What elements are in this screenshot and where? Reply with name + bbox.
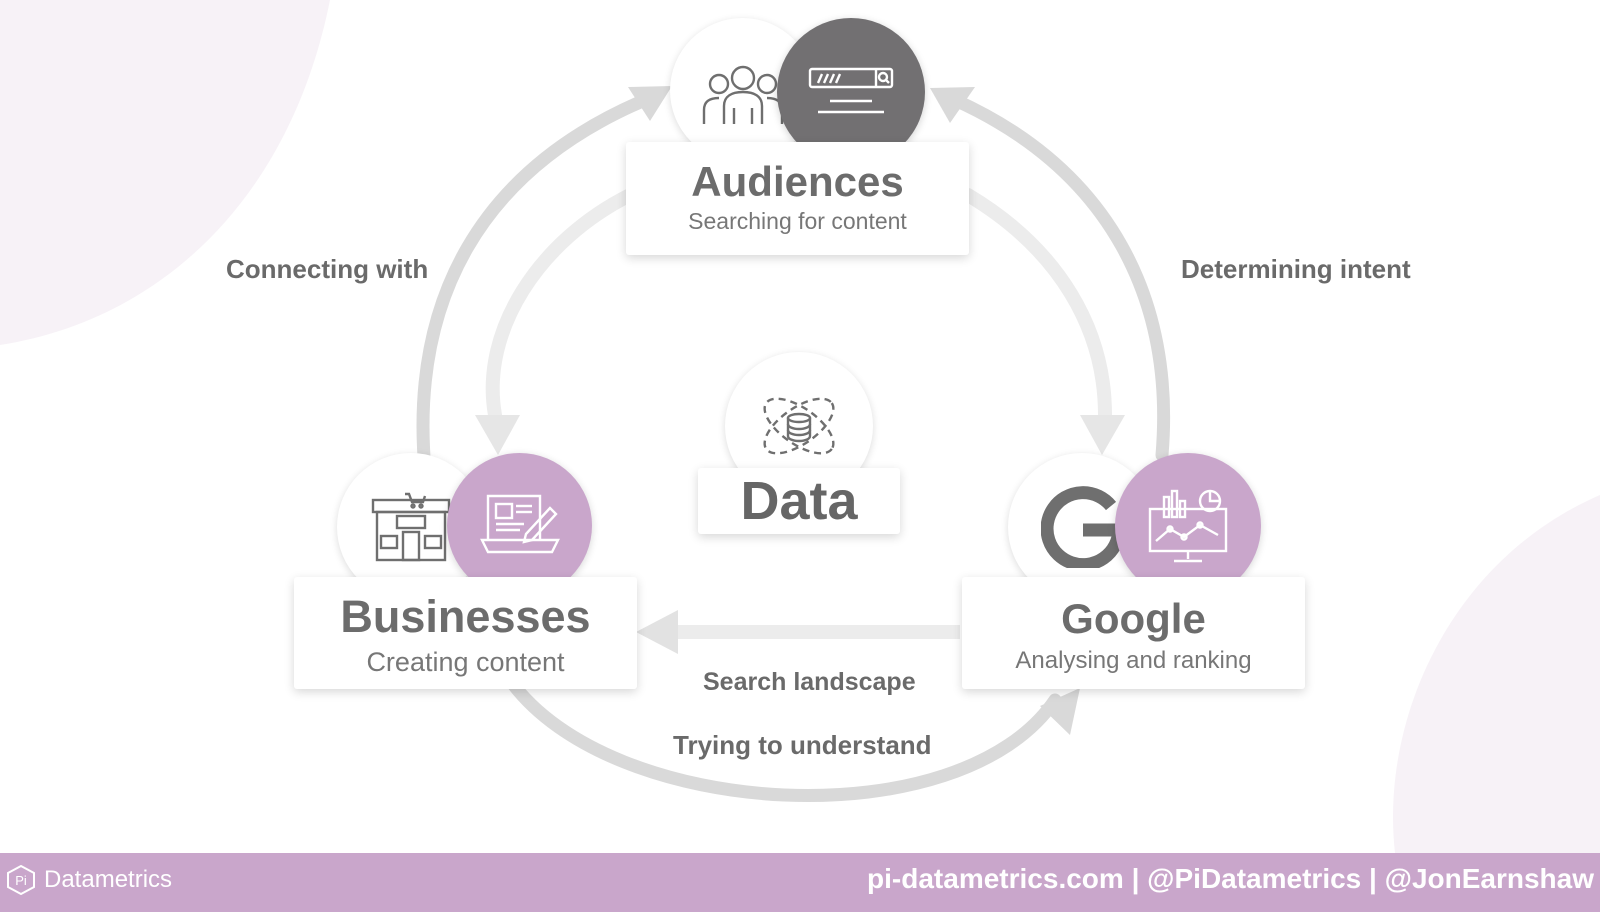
pi-logo-icon: Pi (7, 865, 35, 895)
audiences-search-circle (777, 18, 925, 166)
arrowhead-outer-left (628, 86, 672, 121)
people-group-icon (702, 65, 783, 124)
businesses-card: Businesses Creating content (294, 577, 637, 689)
database-orbit-icon (763, 397, 835, 455)
arrowhead-inner-bottom (636, 610, 678, 654)
businesses-subtitle: Creating content (366, 647, 565, 677)
arrow-outer-right (948, 93, 1171, 462)
arrowhead-inner-right (1080, 415, 1125, 455)
label-trying-to-understand: Trying to understand (673, 730, 932, 760)
audiences-people-circle (670, 18, 815, 163)
google-card: Google Analysing and ranking (962, 577, 1305, 689)
data-title: Data (740, 471, 858, 531)
search-bar-icon (808, 67, 894, 114)
arrow-outer-bottom (503, 673, 1062, 802)
arrow-inner-right (961, 188, 1112, 422)
arrowhead-inner-left (475, 415, 520, 455)
audiences-card: Audiences Searching for content (626, 142, 969, 255)
audiences-title: Audiences (691, 158, 904, 205)
footer-brand-name: Datametrics (44, 866, 173, 893)
arrow-outer-left (416, 93, 652, 477)
google-title: Google (1061, 595, 1206, 642)
google-subtitle: Analysing and ranking (1015, 647, 1252, 674)
footer-brand: Pi Datametrics (6, 865, 172, 895)
label-determining-intent: Determining intent (1181, 254, 1411, 284)
shop-front-icon (371, 492, 451, 562)
google-g-icon (1041, 486, 1123, 568)
svg-text:Pi: Pi (15, 873, 27, 888)
footer-bar: Pi Datametrics pi-datametrics.com | @PiD… (0, 853, 1600, 912)
bg-decoration-bottom-right (1393, 495, 1600, 853)
businesses-article-circle (447, 453, 592, 598)
footer-links: pi-datametrics.com | @PiDatametrics | @J… (867, 863, 1594, 894)
google-analytics-circle (1115, 453, 1261, 599)
bg-decoration-top-left (0, 0, 330, 345)
analytics-monitor-icon (1148, 489, 1228, 563)
data-card: Data (698, 468, 900, 534)
label-search-landscape: Search landscape (703, 668, 916, 696)
businesses-title: Businesses (340, 591, 591, 642)
arrow-inner-left (485, 188, 637, 422)
audiences-subtitle: Searching for content (688, 208, 907, 234)
arrowhead-outer-right (930, 87, 975, 123)
label-connecting-with: Connecting with (226, 254, 429, 284)
laptop-article-edit-icon (479, 494, 560, 553)
arrowhead-outer-bottom (1040, 688, 1080, 735)
